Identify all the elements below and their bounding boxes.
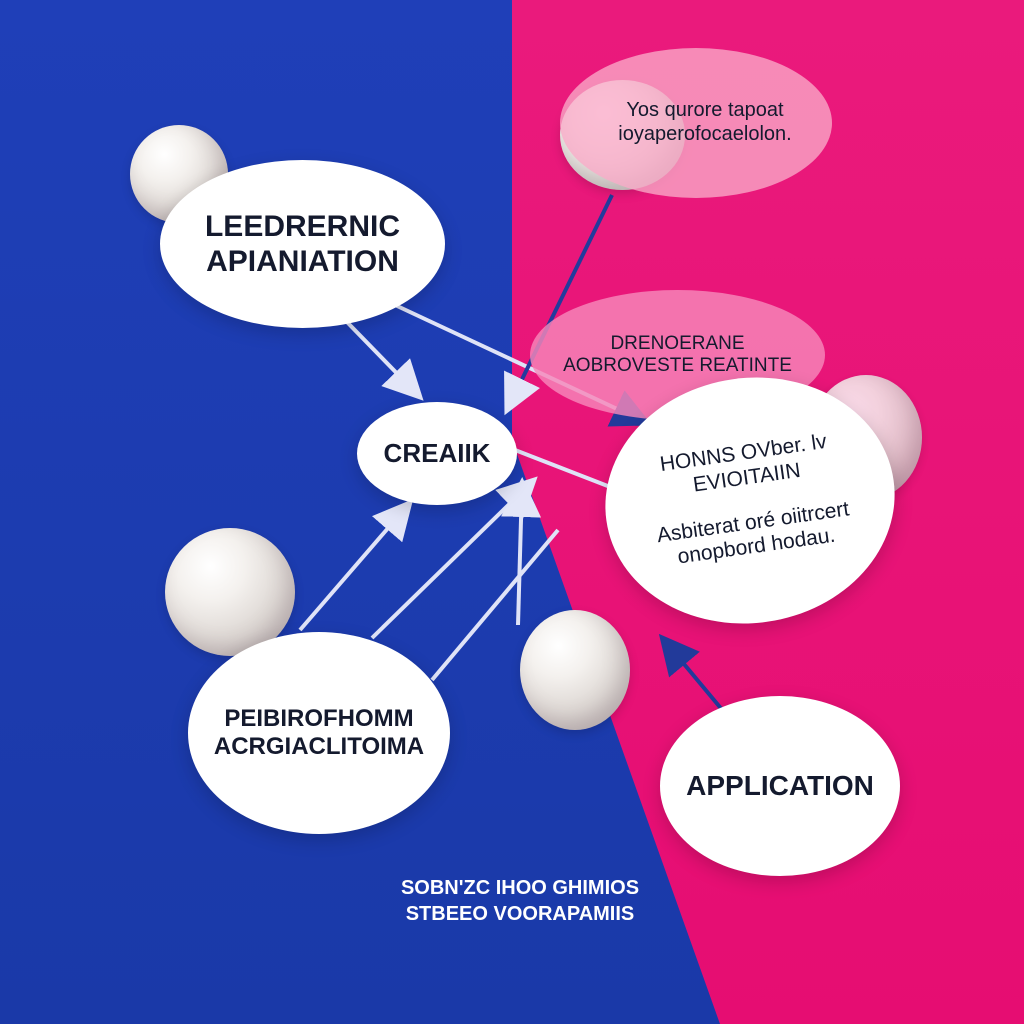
node-bottom-right-label: APPLICATION (686, 770, 874, 802)
arrow-application-up (658, 633, 726, 714)
arrow-bottom-left-to-center (298, 498, 414, 632)
node-top-left: LEEDRERNIC APIANIATION (160, 160, 445, 328)
node-top-left-line-1: LEEDRERNIC (204, 209, 400, 243)
node-center: CREAIIK (357, 402, 517, 505)
arrow-center-to-right (514, 448, 619, 492)
arrow-top-right-down (504, 194, 614, 416)
node-mid-right-line-1: DRENOERANE (610, 332, 745, 354)
node-bottom-right: APPLICATION (660, 696, 900, 876)
node-bottom-left-line-1: PEIBIROFHOMM (224, 704, 414, 732)
bottom-caption-line-2: STBEEO VOORAPAMIIS (405, 903, 635, 925)
node-mid-right-line-2: AOBROVESTE REATINTE (563, 355, 792, 376)
node-top-right-line-1: Yos qurore tapoat (626, 99, 784, 122)
arrow-mid-diagonal-2 (430, 528, 560, 682)
node-top-right-line-2: ioyaperofocaelolon. (618, 123, 792, 145)
arrow-top-left-to-center (343, 318, 424, 401)
node-top-right: Yos qurore tapoat ioyaperofocaelolon. (560, 48, 832, 198)
pearl-center-bottom (520, 610, 630, 730)
bottom-caption-line-1: SOBN'ZC IHOO GHIMIOS (400, 877, 640, 899)
node-bottom-left: PEIBIROFHOMM ACRGIACLITOIMA (188, 632, 450, 834)
node-center-label: CREAIIK (383, 438, 491, 469)
arrow-vertical (501, 477, 542, 626)
node-bottom-left-line-2: ACRGIACLITOIMA (213, 733, 425, 760)
pearl-bottom-left (165, 528, 295, 656)
node-top-left-line-2: APIANIATION (206, 245, 399, 278)
bottom-caption: SOBN'ZC IHOO GHIMIOS STBEEO VOORAPAMIIS (385, 875, 655, 927)
